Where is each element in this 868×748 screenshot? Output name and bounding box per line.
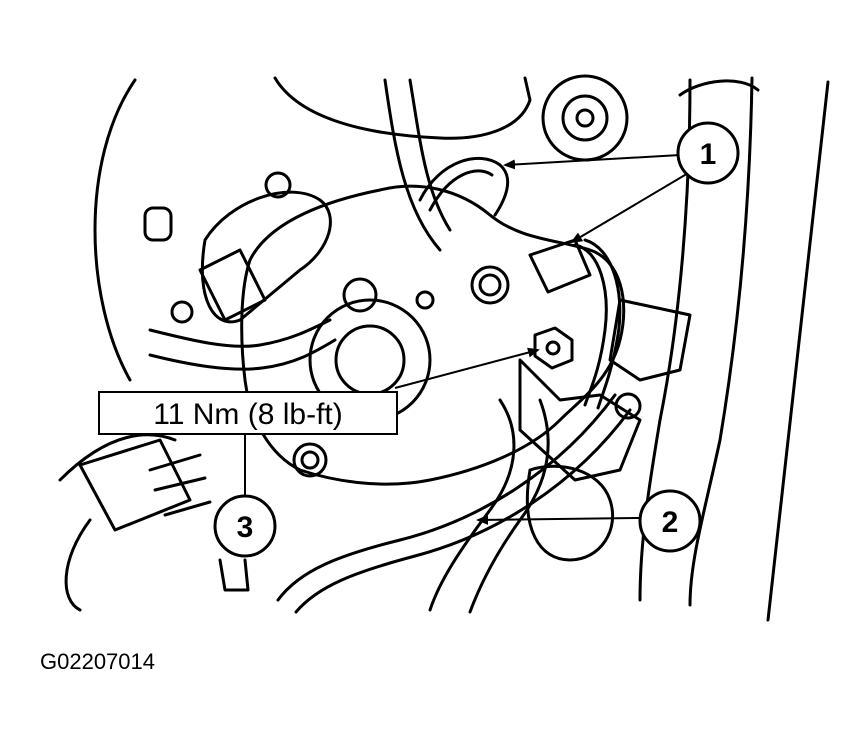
boss-inner: [561, 94, 609, 142]
small-cylinder: [143, 206, 173, 242]
callout-3-leader-to-nut: [394, 347, 540, 389]
connector-wire: [573, 243, 608, 407]
callout-3-number: 3: [237, 511, 254, 544]
lower-hose-inner: [468, 398, 550, 614]
lower-hose-outer: [428, 398, 516, 612]
lower-left-connector: [78, 438, 192, 532]
housing-outline-left: [93, 78, 137, 382]
figure-id-label: G02207014: [40, 649, 155, 674]
lever-bolt: [614, 392, 642, 420]
torque-label-box: [98, 391, 398, 435]
sensor-wire-top-2: [428, 169, 494, 212]
upper-cable-2: [408, 78, 452, 232]
callout-2-leader: [476, 514, 641, 525]
upper-cable: [383, 78, 442, 252]
lower-left-tabs: [148, 453, 212, 517]
sensor-connector: [528, 238, 592, 294]
manual-lever: [518, 358, 642, 482]
boss-bolt: [575, 108, 595, 128]
connector-wire-2: [583, 238, 622, 410]
body-hole-3-inner: [478, 273, 502, 297]
left-mount-bolt: [170, 300, 194, 324]
housing-outline-lower-left: [64, 518, 92, 612]
housing-outline-lower: [58, 433, 177, 482]
shaft-inner: [334, 324, 406, 396]
right-edge-line: [766, 80, 830, 622]
boss-outer: [541, 74, 629, 162]
adjust-nut: [533, 326, 574, 370]
adjust-nut-center: [545, 340, 561, 356]
sensor-wire-top: [418, 156, 510, 217]
left-bracket: [200, 190, 332, 324]
callout-1-leader-b: [570, 171, 691, 244]
left-bracket-connector: [198, 248, 267, 322]
bellows: [525, 464, 615, 562]
right-clip: [608, 298, 692, 382]
callout-1-number: 1: [700, 138, 717, 171]
body-hole-2: [415, 290, 435, 310]
body-hole-4-inner: [300, 450, 320, 470]
body-hole-4: [292, 442, 328, 478]
body-hole-3: [470, 265, 510, 305]
left-harness: [148, 318, 332, 348]
body-hole-1: [342, 277, 378, 313]
callout-1-leader-a: [503, 154, 681, 170]
callout-3-circle: [213, 494, 277, 558]
lower-left-bracket: [218, 558, 250, 592]
right-hose-cap: [678, 79, 760, 97]
callout-2-number: 2: [662, 506, 679, 539]
right-hose-right: [688, 76, 754, 607]
left-bracket-bolt: [264, 171, 292, 199]
callout-2-circle: [638, 489, 702, 553]
torque-label: 11 Nm (8 lb-ft): [153, 398, 342, 431]
housing-outline-top: [273, 76, 532, 140]
left-harness-2: [148, 338, 337, 371]
long-wire-2: [294, 408, 632, 614]
long-wire: [276, 393, 617, 602]
callout-1-circle: [676, 121, 740, 185]
